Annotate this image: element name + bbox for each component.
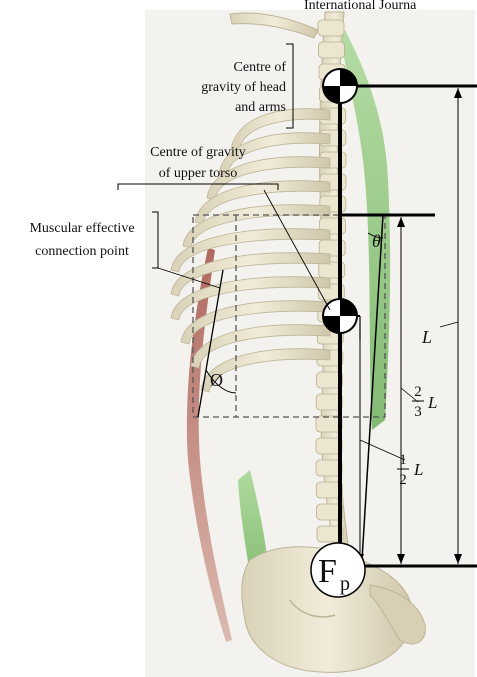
one-half-num: 1: [399, 452, 407, 468]
one-half-var: L: [413, 460, 423, 479]
label-cog-upper-torso-line1: Centre of gravity: [150, 145, 246, 160]
one-half-den: 2: [399, 472, 407, 488]
cog-upper-torso-marker: [323, 299, 357, 333]
vertebra: [318, 42, 344, 58]
label-muscle-point-line2: connection point: [35, 244, 129, 259]
phi-symbol: Ø: [210, 370, 223, 390]
cog-head-arms-marker: [323, 69, 357, 103]
two-thirds-var: L: [427, 393, 437, 412]
journal-header: International Journa: [304, 0, 417, 13]
force-fp-marker: F p: [311, 543, 365, 597]
label-cog-head-arms-line2: gravity of head: [201, 80, 286, 95]
theta-symbol: θ: [372, 231, 381, 251]
label-cog-head-arms-line3: and arms: [235, 100, 286, 115]
two-thirds-den: 3: [414, 404, 422, 420]
force-p-subscript: p: [340, 573, 350, 595]
label-cog-head-arms-line1: Centre of: [234, 60, 287, 75]
label-muscle-point-line1: Muscular effective: [29, 221, 134, 236]
vertebra: [318, 20, 344, 36]
force-f-label: F: [318, 553, 337, 590]
two-thirds-num: 2: [414, 384, 422, 400]
label-cog-upper-torso-line2: of upper torso: [159, 166, 238, 181]
L-symbol: L: [421, 327, 432, 347]
